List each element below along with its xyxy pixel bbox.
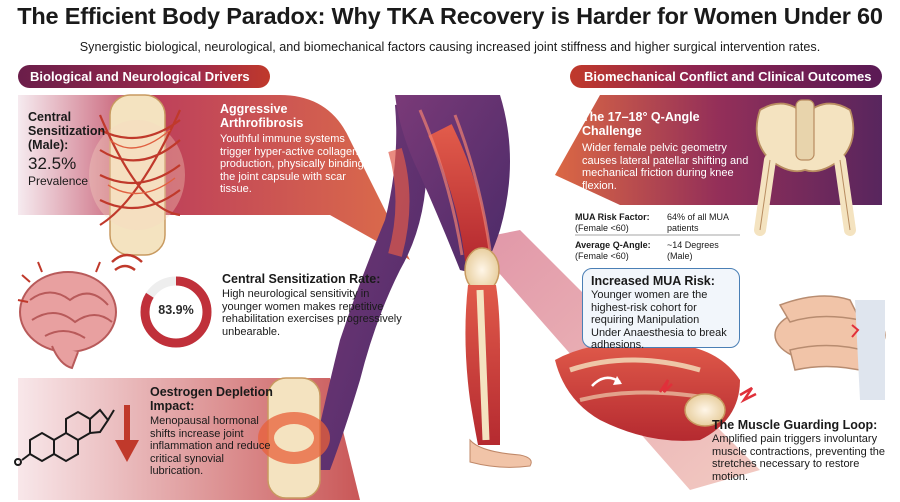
mua-risk-stat-label: MUA Risk Factor: (Female <60) bbox=[575, 212, 665, 234]
arthrofibrosis-block: Aggressive Arthrofibrosis Youthful immun… bbox=[220, 102, 370, 196]
mua-label: MUA Risk Factor: bbox=[575, 212, 650, 222]
page-title: The Efficient Body Paradox: Why TKA Reco… bbox=[17, 3, 883, 29]
q-angle-stat-label: Average Q-Angle: (Female <60) bbox=[575, 240, 665, 262]
muscle-guarding-title: The Muscle Guarding Loop: bbox=[712, 418, 878, 432]
q-sub: (Female <60) bbox=[575, 251, 629, 261]
mua-risk-body: Younger women are the highest-risk cohor… bbox=[591, 289, 727, 351]
sensitization-gauge bbox=[140, 276, 212, 348]
arthrofibrosis-body: Youthful immune systems trigger hyper-ac… bbox=[220, 133, 364, 195]
muscle-guarding-block: The Muscle Guarding Loop: Amplified pain… bbox=[712, 418, 890, 483]
sensitization-rate-body: High neurological sensitivity in younger… bbox=[222, 288, 402, 338]
mua-risk-title: Increased MUA Risk: bbox=[591, 274, 715, 288]
male-sensitization-label: Central Sensitization (Male): bbox=[28, 110, 106, 152]
mua-risk-stat-value: 64% of all MUA patients bbox=[667, 212, 729, 233]
sensitization-rate-block: Central Sensitization Rate: High neurolo… bbox=[222, 272, 402, 338]
mua-sub: (Female <60) bbox=[575, 223, 629, 233]
q-value: ~14 Degrees bbox=[667, 240, 719, 250]
left-section-banner: Biological and Neurological Drivers bbox=[18, 65, 270, 88]
pelvis-icon bbox=[754, 99, 856, 236]
arthrofibrosis-title: Aggressive Arthrofibrosis bbox=[220, 102, 304, 130]
sensitization-rate-title: Central Sensitization Rate: bbox=[222, 272, 381, 286]
male-sensitization-value: 32.5% bbox=[28, 154, 77, 173]
male-sensitization-suffix: Prevalence bbox=[28, 174, 89, 188]
page-subtitle: Synergistic biological, neurological, an… bbox=[79, 40, 821, 54]
right-section-banner: Biomechanical Conflict and Clinical Outc… bbox=[570, 65, 882, 88]
oestrogen-title: Oestrogen Depletion Impact: bbox=[150, 385, 273, 413]
oestrogen-body: Menopausal hormonal shifts increase join… bbox=[150, 415, 271, 477]
q-value-sub: (Male) bbox=[667, 251, 693, 261]
down-arrow-icon bbox=[115, 405, 139, 462]
male-sensitization-block: Central Sensitization (Male): 32.5% Prev… bbox=[28, 110, 108, 188]
brain-icon bbox=[17, 253, 143, 370]
gauge-label: 83.9% bbox=[158, 303, 194, 317]
muscle-guarding-body: Amplified pain triggers involuntary musc… bbox=[712, 433, 886, 483]
steroid-molecule-icon bbox=[14, 408, 115, 466]
oestrogen-block: Oestrogen Depletion Impact: Menopausal h… bbox=[150, 385, 275, 478]
q-angle-block: The 17–18° Q-Angle Challenge Wider femal… bbox=[582, 110, 752, 192]
mua-risk-callout: Increased MUA Risk: Younger women are th… bbox=[582, 268, 740, 351]
q-label: Average Q-Angle: bbox=[575, 240, 651, 250]
q-angle-stat-value: ~14 Degrees (Male) bbox=[667, 240, 742, 262]
q-angle-title: The 17–18° Q-Angle Challenge bbox=[582, 110, 700, 138]
hands-on-knee-icon bbox=[774, 295, 886, 400]
q-angle-body: Wider female pelvic geometry causes late… bbox=[582, 142, 749, 192]
